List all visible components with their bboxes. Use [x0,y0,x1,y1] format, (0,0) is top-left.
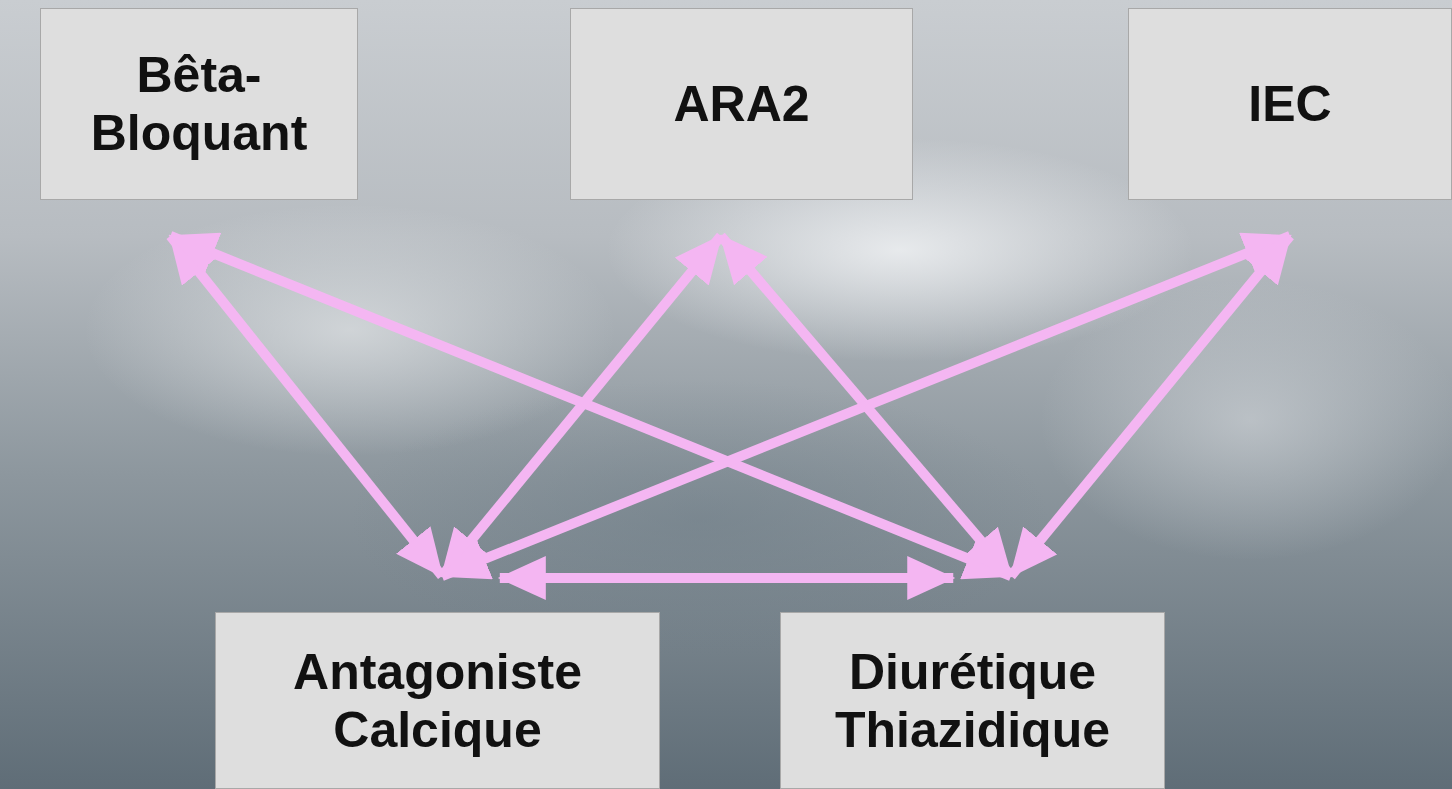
box-label: IEC [1248,75,1331,133]
double-arrow [170,236,1011,576]
box-label: Diurétique Thiazidique [795,643,1150,759]
double-arrow [1011,236,1290,576]
drug-class-box: Antagoniste Calcique [215,612,660,789]
double-arrow [500,573,953,583]
drug-class-box: ARA2 [570,8,913,200]
box-label: ARA2 [673,75,809,133]
box-label: Antagoniste Calcique [230,643,645,759]
box-label: Bêta- Bloquant [55,46,343,162]
double-arrow [442,236,1290,576]
drug-class-box: Diurétique Thiazidique [780,612,1165,789]
drug-class-box: Bêta- Bloquant [40,8,358,200]
drug-class-box: IEC [1128,8,1452,200]
